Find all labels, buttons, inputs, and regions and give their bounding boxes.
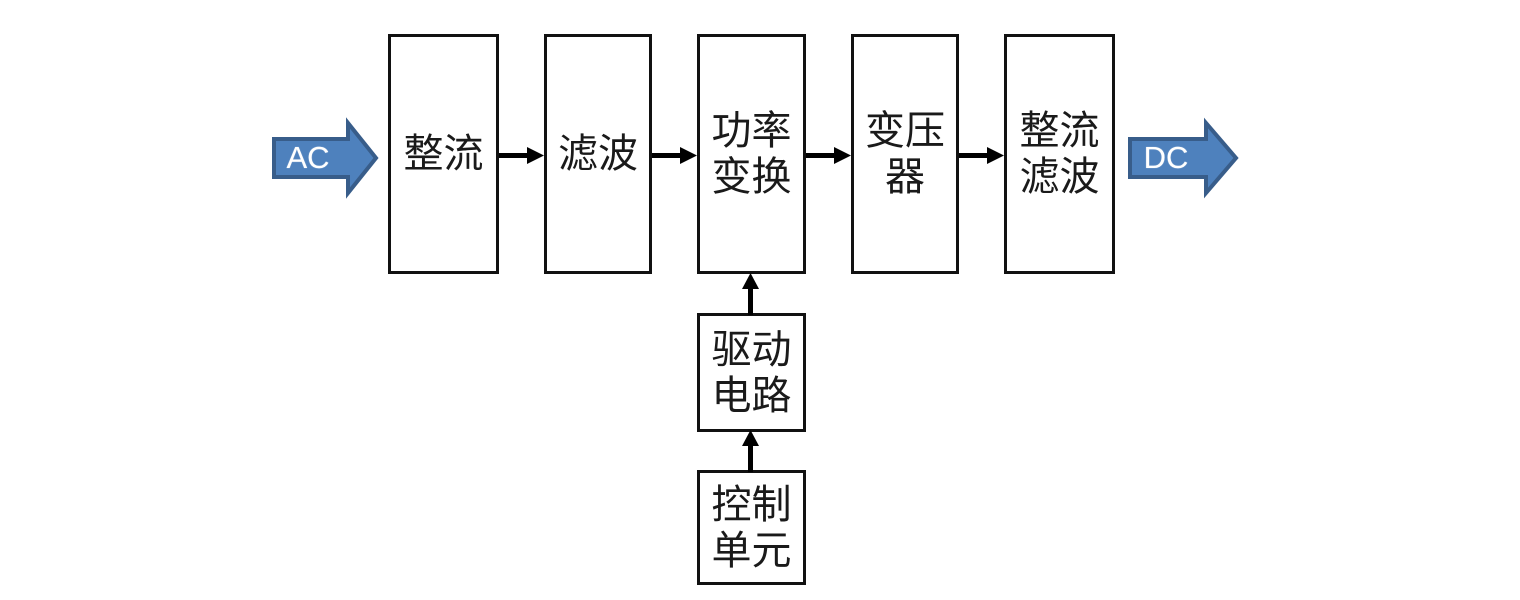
dc-output-arrow[interactable]: DC [1128,117,1239,199]
block-control-unit-label: 控制 单元 [711,481,792,573]
connector-filter-to-power-conversion [652,144,698,168]
connector-transformer-to-rect-filter [959,144,1005,168]
connector-control-to-drive [739,429,763,472]
block-rect-filter[interactable]: 整流 滤波 [1004,34,1115,274]
block-power-conversion-label: 功率 变换 [711,108,792,199]
block-filter[interactable]: 滤波 [544,34,652,274]
block-transformer-label: 变压 器 [865,108,945,199]
connector-rectifier-to-filter [499,144,545,168]
block-rectifier-label: 整流 [403,131,484,176]
block-filter-label: 滤波 [558,131,638,176]
block-drive-circuit-label: 驱动 电路 [711,326,792,418]
block-rectifier[interactable]: 整流 [388,34,499,274]
connector-drive-to-power-conversion [739,272,763,315]
ac-input-arrow[interactable]: AC [272,117,379,199]
block-power-conversion[interactable]: 功率 变换 [697,34,806,274]
block-drive-circuit[interactable]: 驱动 电路 [697,313,806,432]
block-control-unit[interactable]: 控制 单元 [697,470,806,585]
block-rect-filter-label: 整流 滤波 [1019,108,1100,199]
connector-power-conversion-to-transformer [806,144,852,168]
block-transformer[interactable]: 变压 器 [851,34,959,274]
